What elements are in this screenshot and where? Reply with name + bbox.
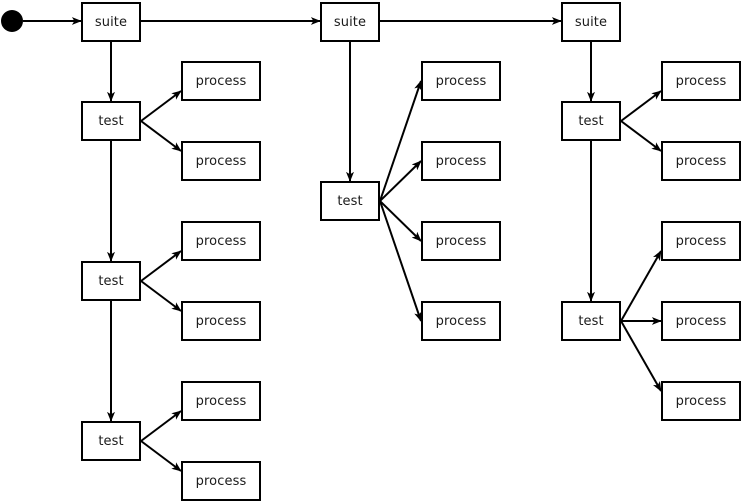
start-node-icon <box>1 10 23 32</box>
node-label: process <box>195 473 247 489</box>
edge-arrow <box>620 90 662 122</box>
node-label: test <box>337 193 363 209</box>
node-suite-1[interactable]: suite <box>81 2 141 42</box>
node-label: test <box>98 433 124 449</box>
node-label: process <box>675 233 727 249</box>
node-label: test <box>578 113 604 129</box>
edge-arrow <box>379 160 422 202</box>
node-label: process <box>195 73 247 89</box>
node-label: process <box>435 153 487 169</box>
node-process-3-5[interactable]: process <box>661 381 741 421</box>
node-label: process <box>675 393 727 409</box>
edge-arrow <box>379 200 422 322</box>
node-process-1-1[interactable]: process <box>181 61 261 101</box>
node-label: process <box>195 393 247 409</box>
node-label: suite <box>333 14 367 30</box>
node-process-3-1[interactable]: process <box>661 61 741 101</box>
node-label: process <box>435 73 487 89</box>
node-process-2-2[interactable]: process <box>421 141 501 181</box>
edge-arrow <box>140 280 182 312</box>
node-test-1-2[interactable]: test <box>81 261 141 301</box>
node-test-3-2[interactable]: test <box>561 301 621 341</box>
node-label: process <box>675 73 727 89</box>
node-label: test <box>98 273 124 289</box>
edge-arrow <box>620 320 662 392</box>
edge-arrow <box>379 80 422 202</box>
node-label: process <box>195 153 247 169</box>
node-process-3-2[interactable]: process <box>661 141 741 181</box>
edges-group <box>23 17 662 472</box>
node-label: process <box>435 313 487 329</box>
node-label: process <box>195 233 247 249</box>
node-label: process <box>675 313 727 329</box>
node-process-1-2[interactable]: process <box>181 141 261 181</box>
edge-arrow <box>140 250 182 282</box>
node-suite-2[interactable]: suite <box>320 2 380 42</box>
node-process-2-4[interactable]: process <box>421 301 501 341</box>
node-label: test <box>578 313 604 329</box>
node-label: suite <box>94 14 128 30</box>
node-test-1-1[interactable]: test <box>81 101 141 141</box>
node-process-1-5[interactable]: process <box>181 381 261 421</box>
node-label: process <box>195 313 247 329</box>
node-label: process <box>435 233 487 249</box>
edge-arrow <box>140 120 182 152</box>
node-test-1-3[interactable]: test <box>81 421 141 461</box>
node-process-3-4[interactable]: process <box>661 301 741 341</box>
node-label: process <box>675 153 727 169</box>
node-suite-3[interactable]: suite <box>561 2 621 42</box>
node-process-3-3[interactable]: process <box>661 221 741 261</box>
node-process-2-3[interactable]: process <box>421 221 501 261</box>
edge-arrow <box>620 120 662 152</box>
edge-arrow <box>140 440 182 472</box>
edge-arrow <box>140 90 182 122</box>
node-process-1-3[interactable]: process <box>181 221 261 261</box>
edge-arrow <box>620 250 662 322</box>
node-test-2-1[interactable]: test <box>320 181 380 221</box>
node-process-1-6[interactable]: process <box>181 461 261 501</box>
node-label: suite <box>574 14 608 30</box>
edge-arrow <box>140 410 182 442</box>
node-process-2-1[interactable]: process <box>421 61 501 101</box>
edge-arrow <box>379 200 422 242</box>
node-test-3-1[interactable]: test <box>561 101 621 141</box>
node-process-1-4[interactable]: process <box>181 301 261 341</box>
node-label: test <box>98 113 124 129</box>
